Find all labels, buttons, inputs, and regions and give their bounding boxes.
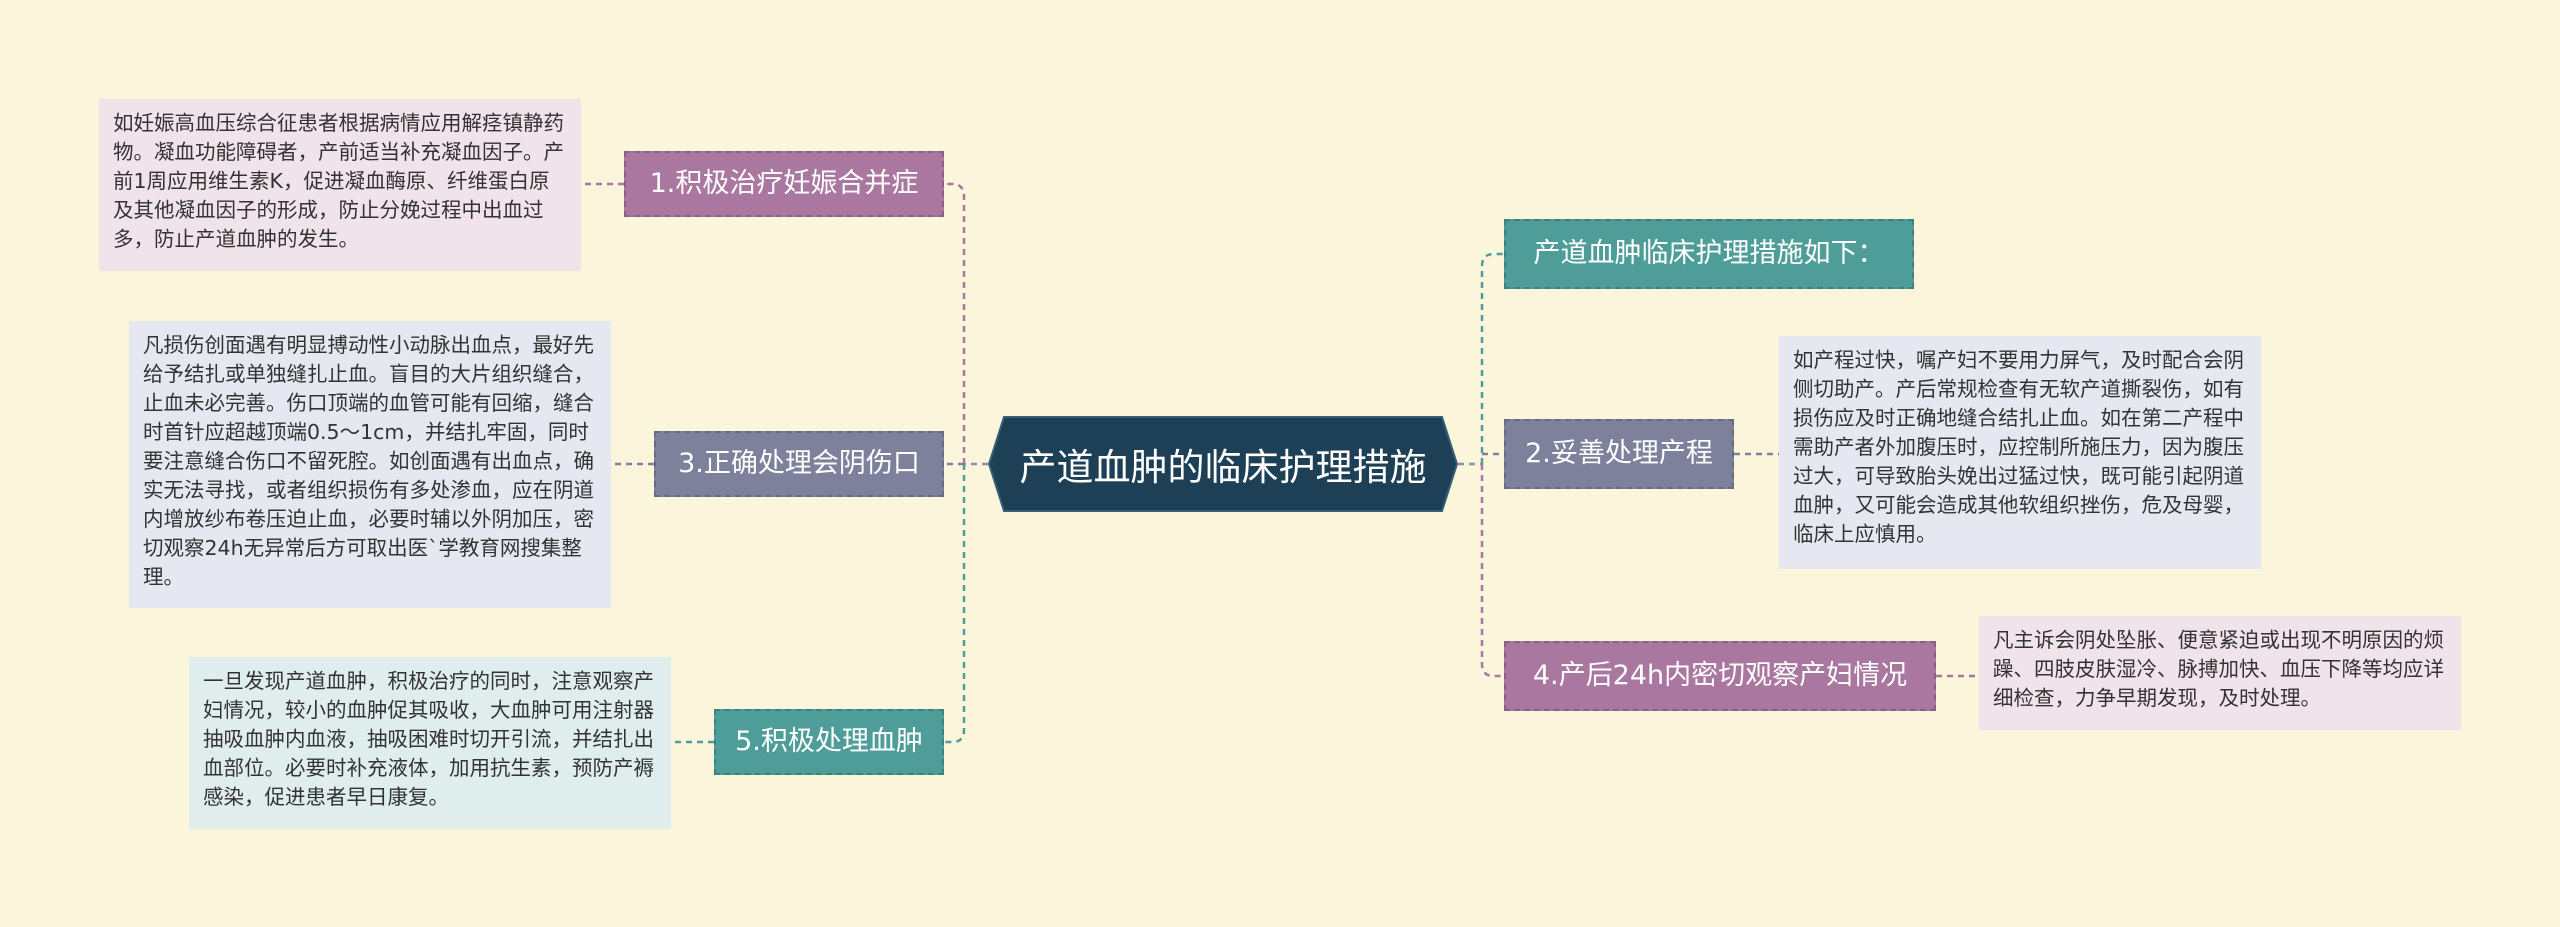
topic-labor-management[interactable]: 2.妥善处理产程 xyxy=(1504,419,1734,489)
topic-perineal-wound[interactable]: 3.正确处理会阴伤口 xyxy=(654,431,944,497)
note-perineal-wound: 凡损伤创面遇有明显搏动性小动脉出血点，最好先给予结扎或单独缝扎止血。盲目的大片组… xyxy=(129,321,611,608)
note-pregnancy-complications: 如妊娠高血压综合征患者根据病情应用解痉镇静药物。凝血功能障碍者，产前适当补充凝血… xyxy=(99,99,581,271)
topic-treat-hematoma[interactable]: 5.积极处理血肿 xyxy=(714,709,944,775)
root-topic-label: 产道血肿的临床护理措施 xyxy=(1019,446,1427,489)
topic-intro[interactable]: 产道血肿临床护理措施如下： xyxy=(1504,219,1914,289)
topic-postpartum-observation[interactable]: 4.产后24h内密切观察产妇情况 xyxy=(1504,641,1936,711)
topic-pregnancy-complications[interactable]: 1.积极治疗妊娠合并症 xyxy=(624,151,944,217)
root-hexagon-shape xyxy=(988,416,1458,512)
note-postpartum-observation: 凡主诉会阴处坠胀、便意紧迫或出现不明原因的烦躁、四肢皮肤湿冷、脉搏加快、血压下降… xyxy=(1979,616,2461,730)
note-labor-management: 如产程过快，嘱产妇不要用力屏气，及时配合会阴侧切助产。产后常规检查有无软产道撕裂… xyxy=(1779,336,2261,569)
root-topic[interactable]: 产道血肿的临床护理措施 xyxy=(988,416,1458,512)
note-treat-hematoma: 一旦发现产道血肿，积极治疗的同时，注意观察产妇情况，较小的血肿促其吸收，大血肿可… xyxy=(189,657,671,829)
